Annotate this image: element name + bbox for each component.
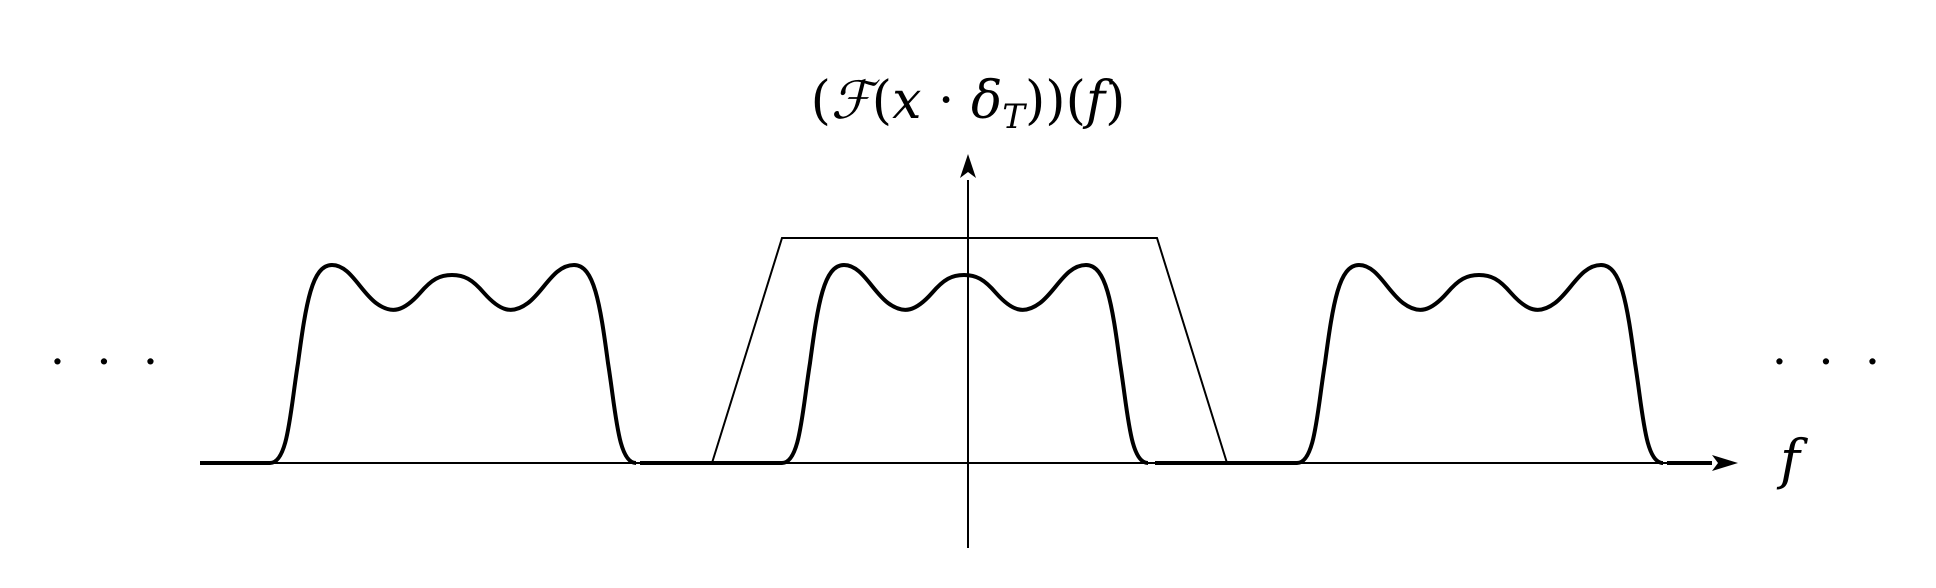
- axis-title-close-paren: ): [1105, 71, 1125, 131]
- right-ellipsis: · · ·: [1772, 334, 1888, 390]
- horizontal-axis-arrowhead: [1712, 455, 1738, 471]
- axis-title-delta: δ: [971, 71, 1002, 131]
- axis-title: (ℱ(x · δT))(f): [811, 71, 1126, 137]
- axis-title-open-paren-2: (: [872, 71, 892, 131]
- x-axis-label: f: [1776, 428, 1808, 491]
- axis-title-close-parens: )): [1025, 71, 1066, 131]
- left-ellipsis: · · ·: [50, 334, 166, 390]
- spectral-copies: [269, 263, 1664, 465]
- axis-title-x: x: [892, 71, 921, 131]
- spectral-copy-center: [781, 263, 1149, 465]
- vertical-axis-arrowhead: [960, 154, 976, 178]
- axis-title-open-paren-3: (: [1066, 71, 1086, 131]
- spectral-copy-left: [269, 263, 637, 465]
- axis-title-dot: ·: [921, 71, 971, 131]
- spectral-copy-right: [1296, 263, 1664, 465]
- axis-title-subscript-t: T: [1002, 97, 1027, 137]
- reconstruction-filter-trapezoid: [711, 237, 1228, 464]
- axis-title-open-paren: (: [811, 71, 831, 131]
- axis-title-fourier: ℱ: [831, 71, 880, 131]
